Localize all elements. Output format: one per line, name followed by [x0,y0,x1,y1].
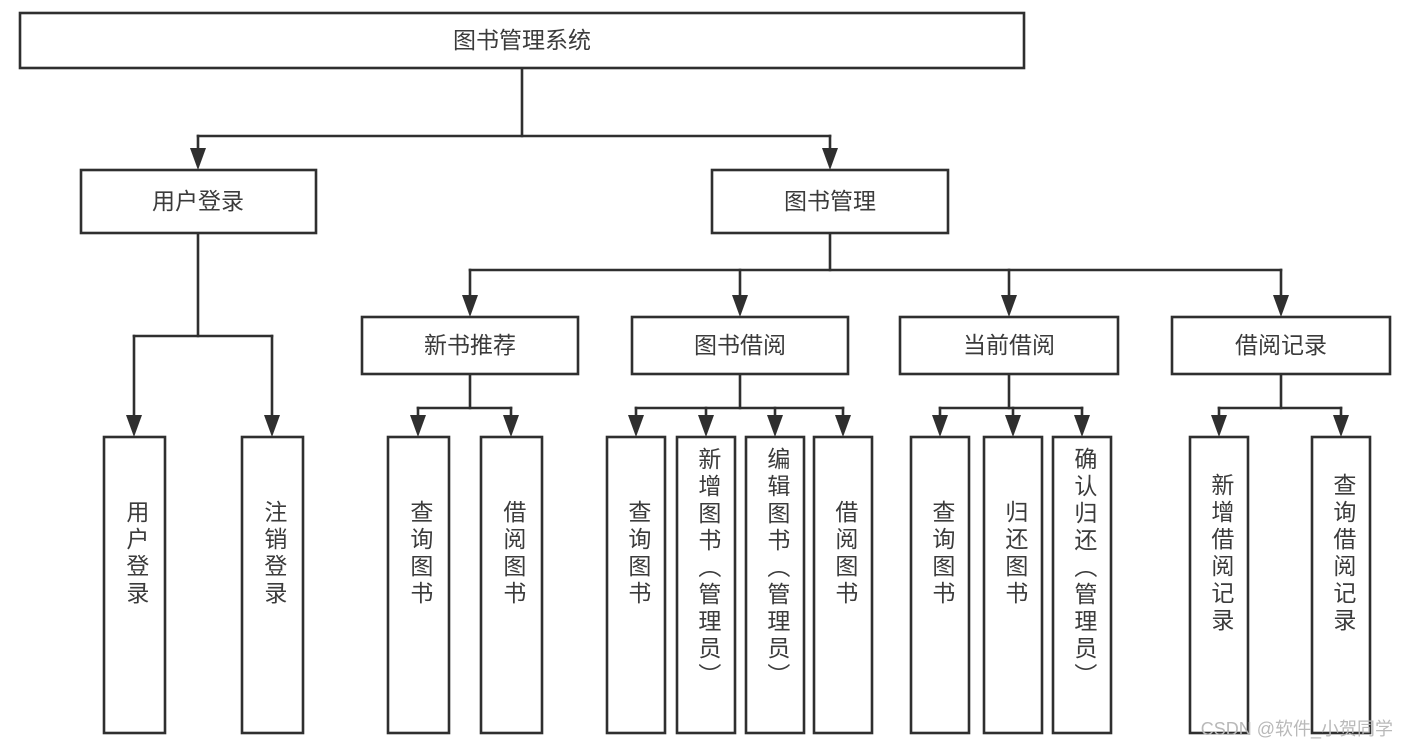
node-leaf-user-login-box[interactable] [102,435,167,735]
node-leaf-add-book-admin-box[interactable] [675,435,737,735]
node-user-login[interactable]: 用户登录 [79,168,318,235]
node-root[interactable]: 图书管理系统 [18,11,1026,70]
node-leaf-borrow-book-box[interactable] [812,435,874,735]
node-book-management-label: 图书管理 [784,188,876,214]
node-current-borrow-label: 当前借阅 [963,332,1055,358]
node-book-borrow-label: 图书借阅 [694,332,786,358]
node-leaf-confirm-return-admin-box[interactable] [1051,435,1113,735]
arrow-head-leaf-borrow-book-recommend [503,415,519,437]
node-leaf-query-book-borrow-box[interactable] [605,435,667,735]
arrow-head-borrow-record [1273,295,1289,317]
connector-group-book-borrow-to-leaves [628,372,851,437]
node-leaf-query-book-recommend-box[interactable] [386,435,451,735]
arrow-head-leaf-query-book-current [932,415,948,437]
node-leaf-query-book-current[interactable]: 查询图书 [909,435,971,735]
node-leaf-query-book-current-box[interactable] [909,435,971,735]
connector-group-root-to-level1 [190,66,838,170]
node-leaf-query-book-recommend[interactable]: 查询图书 [386,435,451,735]
node-leaf-user-login-label: 用户登录 [123,500,150,608]
node-book-borrow[interactable]: 图书借阅 [630,315,850,376]
node-leaf-edit-book-admin-box[interactable] [744,435,806,735]
node-leaf-edit-book-admin-label: 编辑图书（管理员） [764,447,791,690]
node-user-login-label: 用户登录 [152,188,244,214]
node-new-book-recommend[interactable]: 新书推荐 [360,315,580,376]
node-leaf-confirm-return-admin-label: 确认归还（管理员） [1071,447,1098,690]
node-borrow-record-box[interactable] [1170,315,1392,376]
node-leaf-add-borrow-record-label: 新增借阅记录 [1208,473,1235,635]
arrow-head-book-borrow [732,295,748,317]
node-new-book-recommend-box[interactable] [360,315,580,376]
node-leaf-borrow-book-recommend[interactable]: 借阅图书 [479,435,544,735]
node-leaf-return-book-label: 归还图书 [1002,500,1029,608]
node-root-label: 图书管理系统 [453,27,591,53]
node-current-borrow-box[interactable] [898,315,1120,376]
node-root-box[interactable] [18,11,1026,70]
arrow-head-new-book-recommend [462,295,478,317]
node-leaf-borrow-book-recommend-box[interactable] [479,435,544,735]
node-leaf-add-borrow-record-box[interactable] [1188,435,1250,735]
node-new-book-recommend-label: 新书推荐 [424,332,516,358]
node-leaf-borrow-book-label: 借阅图书 [832,500,859,608]
node-user-login-box[interactable] [79,168,318,235]
arrow-head-leaf-edit-book-admin [767,415,783,437]
arrow-head-leaf-return-book [1005,415,1021,437]
arrow-head-leaf-borrow-book [835,415,851,437]
node-leaf-query-book-recommend-label: 查询图书 [407,500,434,608]
connector-group-user-login-to-leaves [126,231,280,437]
node-leaf-query-book-borrow[interactable]: 查询图书 [605,435,667,735]
arrow-head-leaf-query-book-recommend [410,415,426,437]
node-current-borrow[interactable]: 当前借阅 [898,315,1120,376]
node-leaf-edit-book-admin[interactable]: 编辑图书（管理员） [744,435,806,735]
arrow-head-leaf-add-borrow-record [1211,415,1227,437]
connector-group-new-book-recommend-to-leaves [410,372,519,437]
node-leaf-query-book-borrow-label: 查询图书 [625,500,652,608]
node-leaf-query-book-current-label: 查询图书 [929,500,956,608]
node-borrow-record[interactable]: 借阅记录 [1170,315,1392,376]
node-leaf-query-borrow-record[interactable]: 查询借阅记录 [1310,435,1372,735]
node-leaf-query-borrow-record-label: 查询借阅记录 [1330,473,1357,635]
node-leaf-logout-label: 注销登录 [261,500,288,608]
node-leaf-logout-box[interactable] [240,435,305,735]
node-leaf-confirm-return-admin[interactable]: 确认归还（管理员） [1051,435,1113,735]
node-book-borrow-box[interactable] [630,315,850,376]
connector-group-book-management-to-level2 [462,231,1289,317]
node-borrow-record-label: 借阅记录 [1235,332,1327,358]
node-leaf-add-book-admin-label: 新增图书（管理员） [695,447,722,690]
node-leaf-return-book-box[interactable] [982,435,1044,735]
node-leaf-user-login[interactable]: 用户登录 [102,435,167,735]
arrow-head-leaf-confirm-return-admin [1074,415,1090,437]
node-leaf-return-book[interactable]: 归还图书 [982,435,1044,735]
node-book-management-box[interactable] [710,168,950,235]
arrow-head-leaf-query-book-borrow [628,415,644,437]
connector-group-borrow-record-to-leaves [1211,372,1349,437]
arrow-head-book-management [822,148,838,170]
connector-group-current-borrow-to-leaves [932,372,1090,437]
node-leaf-query-borrow-record-box[interactable] [1310,435,1372,735]
arrow-head-leaf-query-borrow-record [1333,415,1349,437]
node-leaf-borrow-book[interactable]: 借阅图书 [812,435,874,735]
arrow-head-leaf-logout [264,415,280,437]
arrow-head-leaf-add-book-admin [698,415,714,437]
node-leaf-add-book-admin[interactable]: 新增图书（管理员） [675,435,737,735]
node-book-management[interactable]: 图书管理 [710,168,950,235]
node-leaf-add-borrow-record[interactable]: 新增借阅记录 [1188,435,1250,735]
arrow-head-leaf-user-login [126,415,142,437]
node-leaf-logout[interactable]: 注销登录 [240,435,305,735]
arrow-head-user-login [190,148,206,170]
arrow-head-current-borrow [1001,295,1017,317]
node-leaf-borrow-book-recommend-label: 借阅图书 [500,500,527,608]
